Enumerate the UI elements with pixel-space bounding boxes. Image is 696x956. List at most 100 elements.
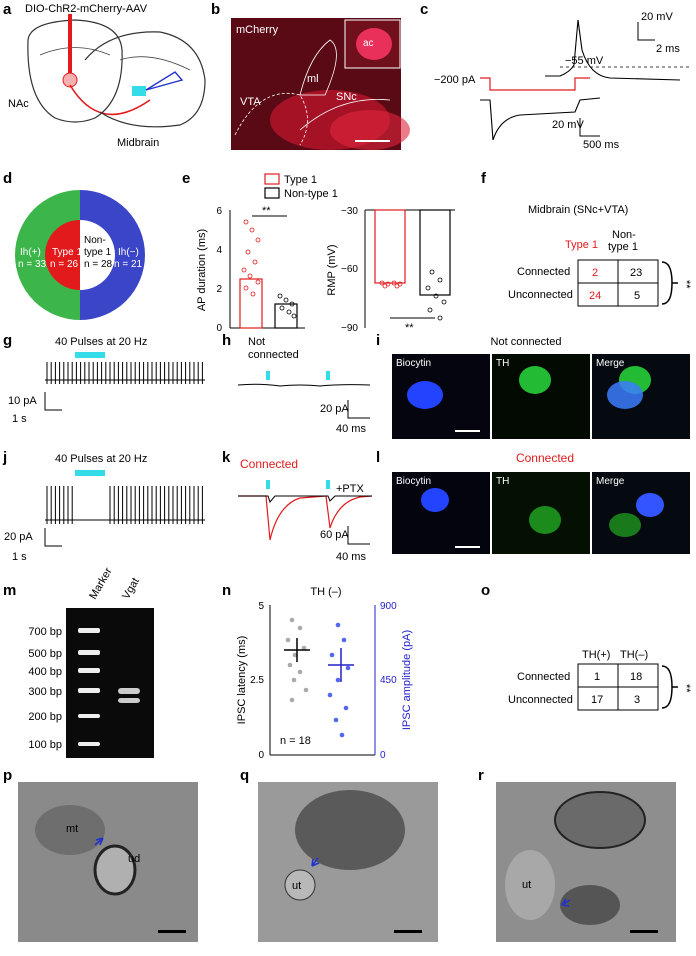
tick-e2-0: −30 <box>341 206 358 217</box>
o-cell-2: 18 <box>630 671 642 683</box>
panel-letter-p: p <box>3 767 12 784</box>
n-tick-l2: 5 <box>258 601 264 612</box>
o-cell-4: 3 <box>634 694 640 706</box>
n-ylabel-left: IPSC latency (ms) <box>236 636 248 725</box>
k-stim-1 <box>266 480 270 489</box>
dots-type1-ap <box>241 219 261 297</box>
f-cell-1: 2 <box>592 267 598 279</box>
k-trace-red <box>238 495 373 541</box>
panel-letter-l: l <box>376 449 380 466</box>
tick-e1-1: 2 <box>216 284 222 295</box>
k-label: Connected <box>240 457 298 471</box>
ih-minus-n: n = 21 <box>114 259 143 270</box>
r-arrow <box>561 898 571 907</box>
light-fiber <box>132 86 146 96</box>
r-terminal <box>505 850 555 920</box>
band-300: 300 bp <box>28 686 62 698</box>
scale-bar-top <box>637 22 655 41</box>
p-arrow <box>94 837 104 846</box>
l-merge-cell <box>636 493 664 517</box>
h-scale-bar <box>347 400 370 419</box>
n-latency-mean <box>284 638 310 662</box>
ml-outline <box>299 39 337 96</box>
panel-e: e Type 1 Non-type 1 0 2 4 6 AP duration … <box>182 170 455 334</box>
i-th-cell <box>519 366 551 394</box>
bar-nontype1-ap <box>274 303 298 329</box>
n-title: TH (–) <box>310 586 341 598</box>
inset-signal <box>356 28 392 60</box>
ml-label: ml <box>307 73 319 85</box>
panel-k: k Connected +PTX 60 pA 40 ms <box>222 449 373 563</box>
p-terminal <box>35 805 105 855</box>
g-scale-bar <box>44 392 62 411</box>
q-terminal <box>284 869 316 901</box>
injection-site <box>62 72 78 88</box>
f-cell-4: 5 <box>634 290 640 302</box>
panel-letter-j: j <box>2 449 7 466</box>
panel-letter-o: o <box>481 582 490 599</box>
q-arrow <box>311 857 320 867</box>
panel-letter-g: g <box>3 332 12 349</box>
g-stim-label: 40 Pulses at 20 Hz <box>55 336 147 348</box>
k-ptx: +PTX <box>336 483 364 495</box>
g-trace-spikes <box>46 362 203 384</box>
panel-n: n TH (–) 0 2.5 5 0 450 900 IPSC latency … <box>222 582 413 761</box>
panel-letter-q: q <box>240 767 249 784</box>
ih-minus-label: Ih(−) <box>118 247 139 258</box>
n-tick-r2: 900 <box>380 601 397 612</box>
o-cell-3: 17 <box>591 694 603 706</box>
scale-bot-v: 20 mV <box>552 119 584 131</box>
marker-bands <box>78 628 100 746</box>
sig-e1: ** <box>262 205 271 217</box>
p-scale-bar <box>158 930 186 933</box>
nontype1-segment <box>80 220 115 290</box>
band-100: 100 bp <box>28 739 62 751</box>
snc-outline <box>299 99 391 131</box>
midbrain-label: Midbrain <box>117 137 159 149</box>
panel-q: q ut <box>240 767 438 942</box>
ylabel-e1: AP duration (ms) <box>196 229 208 311</box>
nontype-n: n = 28 <box>84 259 113 270</box>
j-trace-spikes <box>46 486 203 524</box>
panel-c: c −55 mV 20 mV 2 ms −200 pA 20 mV 500 ms <box>420 1 690 151</box>
ylabel-e2: RMP (mV) <box>326 244 338 295</box>
scale-bot-t: 500 ms <box>583 139 620 151</box>
l-ch2: TH <box>496 476 509 487</box>
vta-label: VTA <box>240 96 261 108</box>
h-trace <box>237 383 371 387</box>
section-line <box>39 47 111 56</box>
tick-e1-0: 0 <box>216 323 222 334</box>
n-amplitude-dots <box>327 622 351 738</box>
tick-e1-2: 4 <box>216 245 222 256</box>
o-sig: ** <box>680 684 692 693</box>
dots-type1-rmp <box>379 280 403 289</box>
f-col2a: Non- <box>612 229 636 241</box>
scale-bar-bottom <box>579 118 600 137</box>
vgat-bands <box>118 688 140 703</box>
mcherry-signal-2 <box>330 110 410 150</box>
h-stim-1 <box>266 371 270 380</box>
i-ch3: Merge <box>596 358 625 369</box>
vta-outline <box>234 93 308 146</box>
l-merge-cell-th <box>609 513 641 537</box>
panel-m: m Marker Vgat 700 bp 500 bp 400 bp 300 b… <box>3 566 154 758</box>
o-cell-1: 1 <box>594 671 600 683</box>
n-count: n = 18 <box>280 735 311 747</box>
panel-letter-m: m <box>3 582 16 599</box>
k-scale-t: 40 ms <box>336 551 366 563</box>
sag-trace <box>480 97 601 141</box>
h-stim-2 <box>326 371 330 380</box>
action-potential-trace <box>545 19 681 81</box>
panel-letter-h: h <box>222 332 231 349</box>
n-amplitude-mean <box>328 648 354 682</box>
o-brace <box>661 665 678 709</box>
p-dendrite <box>93 844 137 896</box>
f-col2b: type 1 <box>608 241 638 253</box>
panel-l: l Connected Biocytin TH Merge <box>376 449 690 554</box>
type1-n: n = 26 <box>50 259 79 270</box>
type1-label: Type 1 <box>52 247 82 258</box>
panel-d: d Ih(+) n = 33 Ih(−) n = 21 Type 1 n = 2… <box>3 170 145 320</box>
tick-e2-2: −90 <box>341 323 358 334</box>
nontype-label-a: Non- <box>84 235 106 246</box>
